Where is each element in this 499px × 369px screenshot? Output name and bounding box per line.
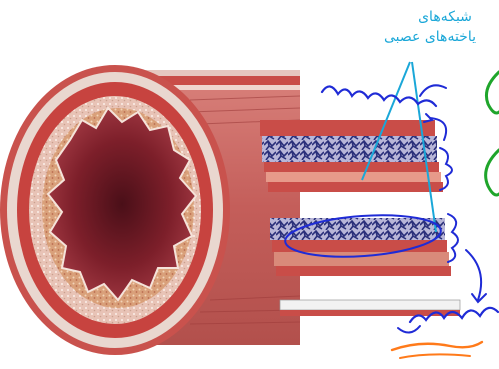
bracket-lower	[448, 214, 458, 262]
nerve-network-label-line1: شبکه‌های	[395, 8, 495, 26]
orange-underline	[392, 342, 482, 350]
cross-section	[0, 65, 230, 355]
nerve-network-label-line2: یاخته‌های عصبی	[360, 28, 499, 46]
green-mark-2	[486, 150, 499, 195]
green-mark-1	[486, 72, 499, 113]
arrow-down	[466, 250, 481, 300]
top-note-scribble	[322, 86, 436, 106]
